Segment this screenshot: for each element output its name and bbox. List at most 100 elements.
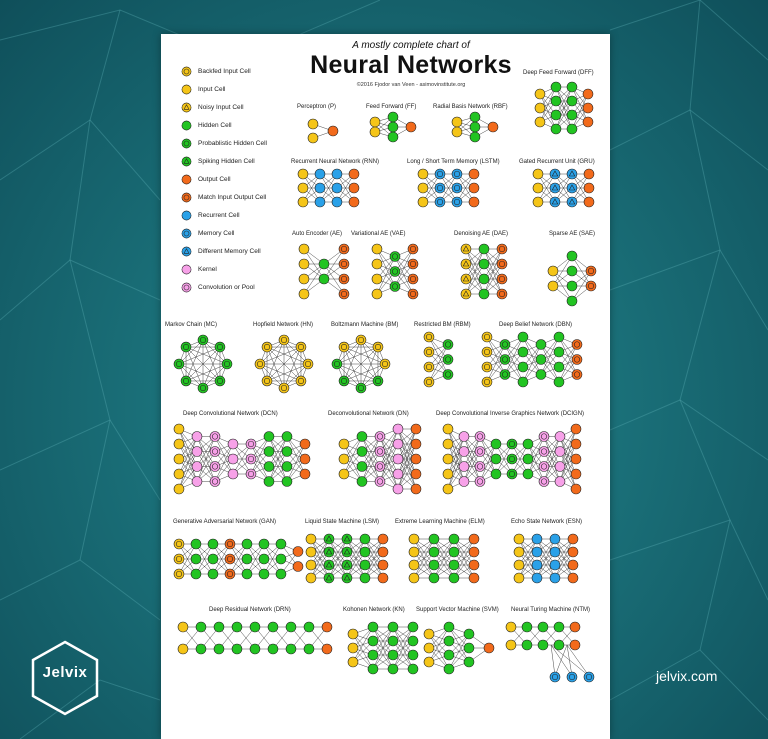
output-cell (582, 88, 594, 100)
output-cell (487, 121, 499, 133)
hidden-cell (241, 538, 253, 550)
hidden-cell (553, 346, 565, 358)
input-cell (338, 468, 350, 480)
title-gru: Gated Recurrent Unit (GRU) (519, 159, 595, 165)
input-cell (534, 88, 546, 100)
boltzmann-network (331, 334, 391, 394)
backfed-input-cell (261, 375, 273, 387)
kernel-cell (554, 461, 566, 472)
title-gan: Generative Adversarial Network (GAN) (173, 519, 277, 525)
hidden-cell (263, 476, 275, 487)
input-cell (347, 642, 359, 654)
legend-label: Spiking Hidden Cell (198, 157, 255, 165)
kernel-cell (191, 446, 203, 457)
prob-hidden-cell (214, 375, 226, 387)
prob-hidden-cell (197, 334, 209, 346)
conv-cell (209, 476, 221, 487)
hidden-cell (318, 258, 330, 270)
memory-cell (434, 196, 446, 208)
kernel-cell (458, 431, 470, 442)
conv-cell (374, 431, 386, 442)
recurrent-cell (549, 572, 561, 584)
elm-network (408, 533, 480, 584)
deconv-network (338, 423, 422, 495)
hidden-cell (285, 643, 297, 655)
jelvix-url[interactable]: jelvix.com (656, 668, 718, 684)
hidden-cell (275, 553, 287, 565)
hidden-cell (478, 243, 490, 255)
input-cell (173, 423, 185, 435)
hidden-cell (553, 621, 565, 633)
conv-cell-icon (181, 282, 192, 292)
hidden-cell (231, 643, 243, 655)
match-io-swatch (181, 192, 192, 202)
input-cell (371, 243, 383, 255)
memory-cell (451, 168, 463, 180)
backfed-input-cell (173, 568, 185, 580)
legend-label: Memory Cell (198, 229, 235, 237)
match-io-cell (496, 288, 508, 300)
hidden-cell (407, 663, 419, 675)
hidden-cell (407, 635, 419, 647)
output-cell (299, 468, 311, 480)
title-dcign: Deep Convolutional Inverse Graphics Netw… (436, 411, 585, 417)
hidden-cell (190, 553, 202, 565)
noisy-input-cell (460, 273, 472, 285)
sae-network (547, 250, 597, 307)
recurrent-cell (314, 196, 326, 208)
input-cell (534, 116, 546, 128)
output-cell (567, 572, 579, 584)
prob-hidden-cell (442, 339, 454, 350)
backfed-input-cell (338, 341, 350, 353)
hidden-cell (213, 643, 225, 655)
conv-cell (538, 431, 550, 442)
hidden-cell (522, 468, 534, 480)
diff-memory-cell (549, 182, 561, 194)
backfed-input-cell (423, 376, 435, 388)
title-sae: Sparse AE (SAE) (549, 231, 596, 237)
title-lsm: Liquid State Machine (LSM) (305, 519, 380, 525)
output-cell (299, 453, 311, 465)
kernel-cell (554, 446, 566, 457)
backfed-input-cell (254, 358, 266, 370)
prob-hidden-cell (355, 382, 367, 394)
memory-cell-icon (181, 228, 192, 238)
conv-cell (538, 446, 550, 457)
kernel-cell (191, 431, 203, 442)
svm-network (423, 621, 495, 675)
esn-network (513, 533, 579, 584)
spiking-hidden-cell (323, 559, 335, 571)
hidden-cell (448, 572, 460, 584)
input-cell (408, 572, 420, 584)
hidden-cell (463, 642, 475, 654)
vae-network (371, 243, 419, 300)
output-cell (583, 168, 595, 180)
input-cell (505, 639, 517, 651)
output-cell (377, 572, 389, 584)
hidden-cell (550, 81, 562, 93)
spiking-hidden-cell (323, 546, 335, 558)
hidden-cell-icon (181, 120, 192, 130)
legend-item-spiking-hidden: Spiking Hidden Cell (181, 154, 255, 168)
backfed-input-cell (379, 358, 391, 370)
output-cell (468, 559, 480, 571)
memory-cell (434, 182, 446, 194)
legend-label: Input Cell (198, 85, 226, 93)
hidden-cell (566, 250, 578, 262)
output-cell (468, 196, 480, 208)
hidden-cell (195, 643, 207, 655)
hidden-cell (275, 538, 287, 550)
hidden-cell (387, 111, 399, 123)
kernel-cell (191, 461, 203, 472)
recurrent-cell (531, 533, 543, 545)
input-cell (177, 643, 189, 655)
hidden-cell (318, 273, 330, 285)
input-cell (305, 533, 317, 545)
title-feed-forward: Feed Forward (FF) (366, 104, 417, 110)
hidden-cell (490, 453, 502, 465)
spiking-hidden-cell (341, 533, 353, 545)
hidden-cell (281, 476, 293, 487)
kernel-cell (227, 438, 239, 450)
spiking-hidden-cell (323, 572, 335, 584)
input-cell (297, 196, 309, 208)
